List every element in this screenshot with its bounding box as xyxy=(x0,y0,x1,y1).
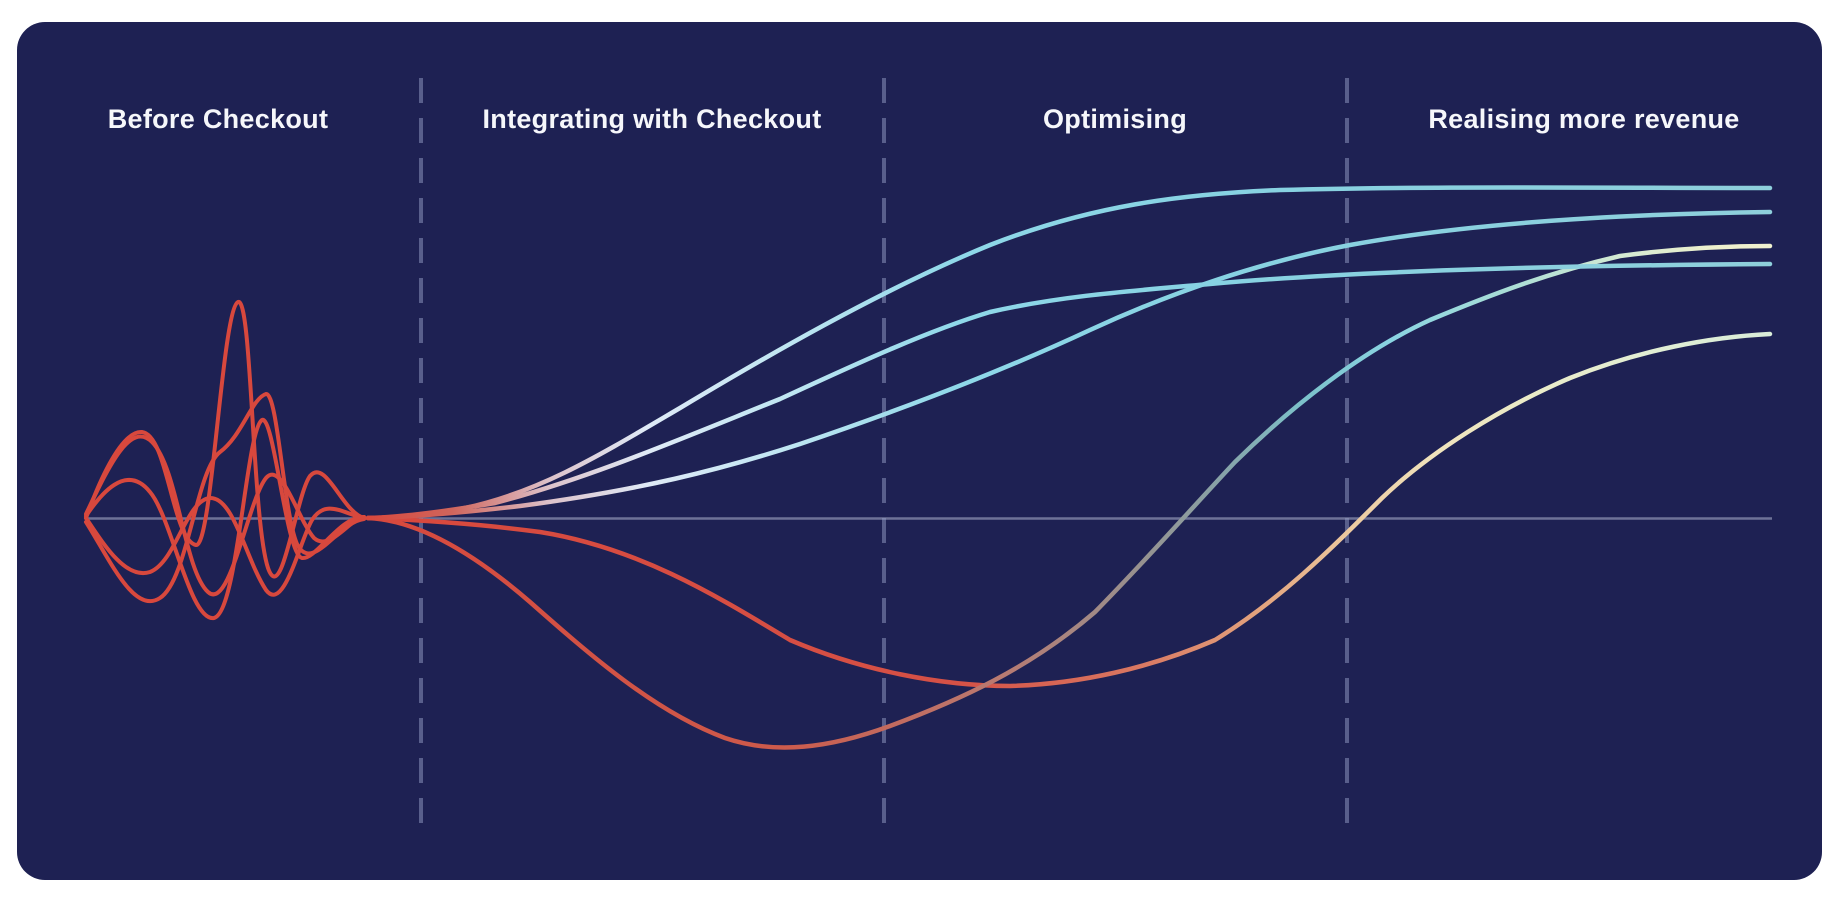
noise-strand xyxy=(84,417,366,620)
series-early-mid-path xyxy=(365,261,1773,521)
phase-label-integrating: Integrating with Checkout xyxy=(482,104,821,134)
journey-curves xyxy=(365,185,1773,750)
series-early-accelerating-path xyxy=(365,209,1773,521)
series-early-top-path xyxy=(365,185,1773,521)
noise-strand xyxy=(84,434,366,597)
phase-label-optimising: Optimising xyxy=(1043,104,1187,134)
phase-label-before-checkout: Before Checkout xyxy=(108,104,329,134)
phase-dividers xyxy=(419,78,1349,828)
series-deep-dip-path xyxy=(365,243,1773,750)
series-shallow-dip-path xyxy=(365,331,1773,689)
phase-label-realising: Realising more revenue xyxy=(1428,104,1739,134)
pre-checkout-noise xyxy=(84,299,366,620)
chart-card xyxy=(17,22,1822,880)
